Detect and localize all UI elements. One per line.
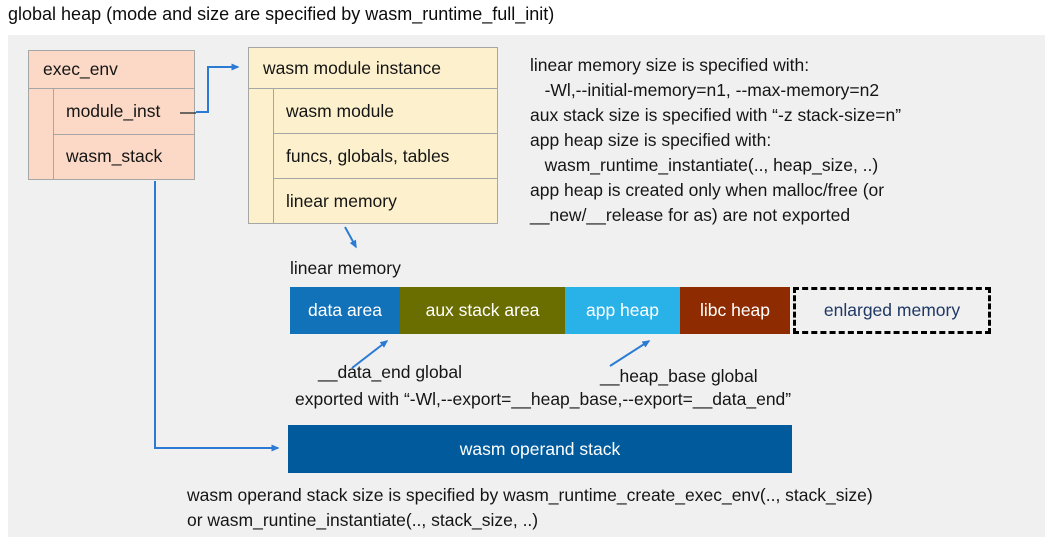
wasm-operand-stack-bar: wasm operand stack <box>288 425 792 473</box>
module-instance-header: wasm module instance <box>249 48 497 89</box>
exec-env-box: exec_env module_inst wasm_stack <box>28 50 195 180</box>
info-line: linear memory size is specified with: <box>530 55 810 75</box>
module-instance-field-funcs-globals-tables: funcs, globals, tables <box>274 134 497 179</box>
info-line: __new/__release for as) are not exported <box>530 205 851 225</box>
data-end-global-label: __data_end global <box>318 362 463 382</box>
segment-libc-heap: libc heap <box>680 287 790 334</box>
info-line: app heap size is specified with: <box>530 130 772 150</box>
footer-line: or wasm_runtine_instantiate(.., stack_si… <box>187 510 539 530</box>
info-line: -Wl,--initial-memory=n1, --max-memory=n2 <box>530 80 880 100</box>
module-instance-left-strip <box>249 89 274 223</box>
footer-text-block: wasm operand stack size is specified by … <box>187 483 1047 533</box>
linear-memory-label: linear memory <box>290 258 401 278</box>
segment-enlarged-memory: enlarged memory <box>793 287 991 334</box>
footer-line: wasm operand stack size is specified by … <box>187 485 873 505</box>
exec-env-header: exec_env <box>29 51 194 89</box>
exec-env-field-module-inst: module_inst <box>54 89 194 135</box>
segment-data-area: data area <box>290 287 400 334</box>
exec-env-left-strip <box>29 89 54 179</box>
module-instance-field-linear-memory: linear memory <box>286 190 397 211</box>
diagram-title: global heap (mode and size are specified… <box>8 4 555 24</box>
linear-memory-bar: data area aux stack area app heap libc h… <box>290 287 991 334</box>
exec-env-field-wasm-stack: wasm_stack <box>66 146 163 167</box>
exported-with-label: exported with “-Wl,--export=__heap_base,… <box>295 389 792 409</box>
info-line: app heap is created only when malloc/fre… <box>530 180 885 200</box>
wasm-module-instance-box: wasm module instance wasm module funcs, … <box>248 47 498 224</box>
segment-aux-stack-area: aux stack area <box>400 287 565 334</box>
info-text-block: linear memory size is specified with: -W… <box>530 53 1035 228</box>
heap-base-global-label: __heap_base global <box>600 366 758 386</box>
info-line: wasm_runtime_instantiate(.., heap_size, … <box>530 155 879 175</box>
module-instance-field-wasm-module: wasm module <box>274 89 497 134</box>
segment-app-heap: app heap <box>565 287 680 334</box>
info-line: aux stack size is specified with “-z sta… <box>530 105 902 125</box>
